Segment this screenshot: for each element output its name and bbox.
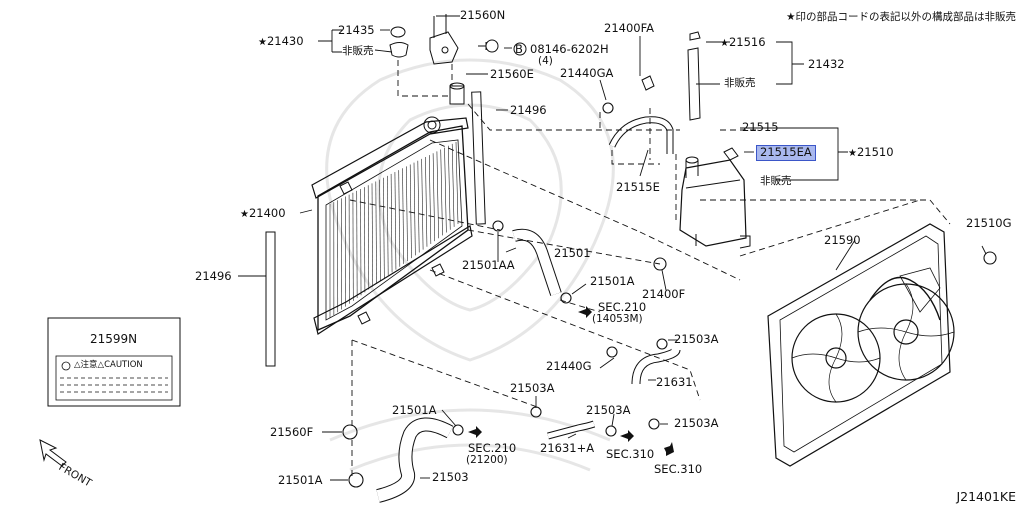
bolt-b-marker: B (515, 42, 523, 56)
mount-21560E (449, 82, 465, 105)
part-21400[interactable]: ★21400 (240, 206, 286, 220)
part-21631A[interactable]: 21631+A (540, 441, 595, 455)
assembly-lines (349, 60, 951, 476)
fan-shroud-21590 (767, 223, 955, 467)
part-21515E[interactable]: 21515E (616, 180, 660, 194)
part-21435[interactable]: 21435 (338, 23, 375, 37)
not-sold-mid: 非販売 (760, 175, 792, 187)
front-arrow-icon (39, 439, 67, 467)
part-21501[interactable]: 21501 (554, 246, 591, 260)
part-21510-label: 21510 (856, 145, 894, 159)
part-21501A-bottom[interactable]: 21501A (278, 473, 323, 487)
part-21400F[interactable]: 21400F (642, 287, 686, 301)
caution-card-code[interactable]: 21599N (90, 332, 138, 346)
cap-21430 (389, 26, 409, 58)
part-21560E[interactable]: 21560E (490, 67, 534, 81)
leader-lines (238, 15, 987, 481)
part-21503[interactable]: 21503 (432, 470, 469, 484)
bolt-08146 (478, 39, 527, 56)
caution-card-box (47, 317, 181, 407)
part-21560N[interactable]: 21560N (460, 8, 506, 22)
part-21503A-right2[interactable]: 21503A (674, 416, 719, 430)
part-21503A-right1[interactable]: 21503A (674, 332, 719, 346)
part-21430-label: 21430 (266, 34, 304, 48)
section-210-b[interactable]: SEC.210 (468, 441, 517, 455)
part-21400-label: 21400 (248, 206, 286, 220)
clamps (342, 102, 997, 488)
section-310-a[interactable]: SEC.310 (606, 447, 655, 461)
seal-21496-left (265, 231, 276, 367)
part-21400FA[interactable]: 21400FA (604, 21, 655, 35)
part-21631[interactable]: 21631 (656, 375, 693, 389)
part-21515[interactable]: 21515 (742, 120, 779, 134)
part-21503A-mid[interactable]: 21503A (510, 381, 555, 395)
note-text: ★印の部品コードの表記以外の構成部品は非販売 (786, 11, 1016, 23)
clip-21400FA (641, 75, 655, 91)
section-310-b[interactable]: SEC.310 (654, 462, 703, 476)
caution-card-text: △注意△CAUTION (74, 360, 143, 370)
not-sold-top: 非販売 (724, 77, 756, 89)
part-08146-6202H[interactable]: 08146-6202H (530, 42, 609, 56)
star-icon: ★ (258, 37, 267, 48)
part-08146-qty: (4) (538, 55, 553, 67)
part-21430[interactable]: ★21430 (258, 34, 304, 48)
part-21440GA[interactable]: 21440GA (560, 66, 614, 80)
section-210-a-ref: (14053M) (592, 313, 643, 325)
part-21516[interactable]: ★21516 (720, 35, 766, 49)
part-21496-left[interactable]: 21496 (195, 269, 232, 283)
not-sold-left: 非販売 (342, 45, 374, 57)
part-21515EA[interactable]: 21515EA (756, 145, 816, 161)
seal-21496-top (471, 91, 486, 225)
star-icon: ★ (240, 209, 249, 220)
hose-21515E (608, 116, 674, 154)
part-21510[interactable]: ★21510 (848, 145, 894, 159)
section-210-b-ref: (21200) (466, 454, 508, 466)
diagram-code: J21401KE (956, 489, 1016, 504)
part-21440G[interactable]: 21440G (546, 359, 592, 373)
section-arrows (468, 306, 674, 456)
part-21516-label: 21516 (728, 35, 766, 49)
part-21501A-top[interactable]: 21501A (590, 274, 635, 288)
section-210-a[interactable]: SEC.210 (598, 300, 647, 314)
star-icon: ★ (848, 148, 857, 159)
part-21510G[interactable]: 21510G (966, 216, 1012, 230)
cap-21515EA (723, 147, 739, 161)
part-21590[interactable]: 21590 (824, 233, 861, 247)
filler-pipe-21432 (687, 31, 701, 121)
part-21560F[interactable]: 21560F (270, 425, 314, 439)
bracket-21560N (429, 14, 459, 65)
part-21501A-mid[interactable]: 21501A (392, 403, 437, 417)
star-icon: ★ (720, 38, 729, 49)
part-21496-top[interactable]: 21496 (510, 103, 547, 117)
reservoir-tank (679, 156, 751, 249)
part-21503A-center[interactable]: 21503A (586, 403, 631, 417)
part-21432[interactable]: 21432 (808, 57, 845, 71)
part-21501AA[interactable]: 21501AA (462, 258, 515, 272)
